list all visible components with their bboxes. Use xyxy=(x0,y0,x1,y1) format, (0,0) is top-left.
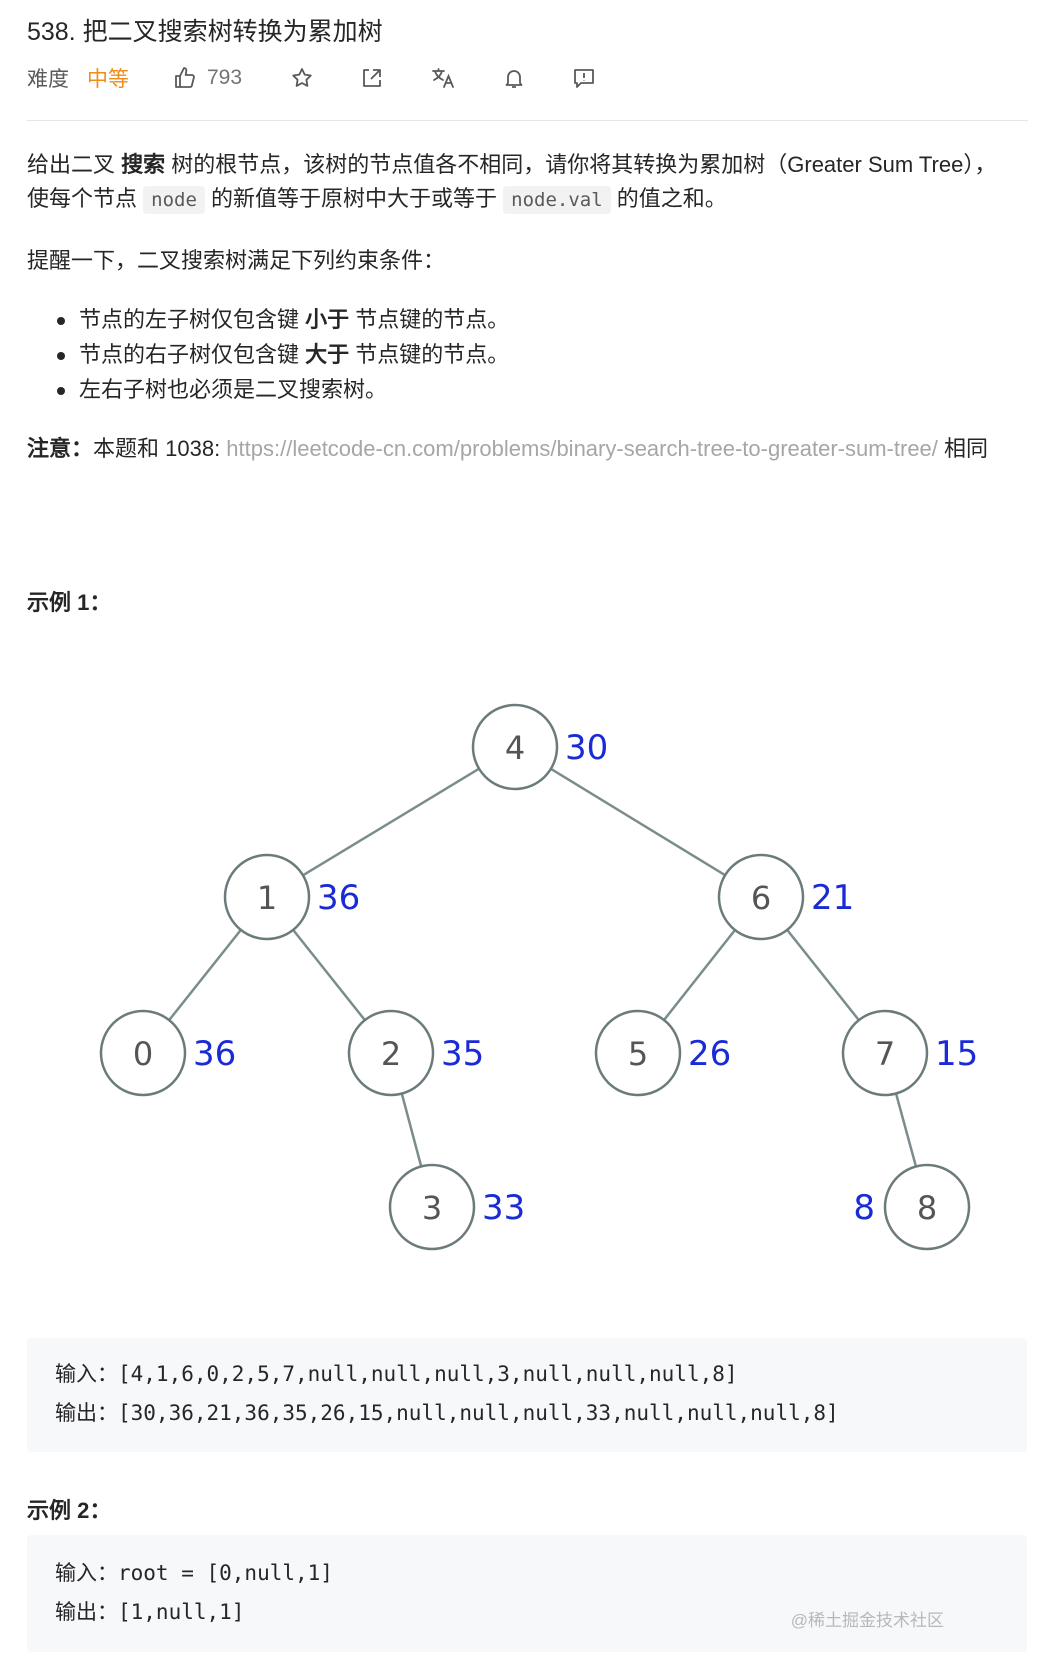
rule-text: 节点键的节点。 xyxy=(349,342,510,367)
thumbs-up-icon xyxy=(175,67,195,88)
desc-text: 给出二叉 xyxy=(27,152,122,177)
tree-node-value: 5 xyxy=(628,1035,648,1073)
inline-code-node: node xyxy=(143,186,205,214)
tree-node-value: 2 xyxy=(381,1035,401,1073)
header-divider xyxy=(27,120,1028,121)
inline-code-node-val: node.val xyxy=(503,186,611,214)
translate-button[interactable] xyxy=(430,66,456,90)
reminder-text: 提醒一下，二叉搜索树满足下列约束条件： xyxy=(27,248,446,273)
tree-node: 5 26 xyxy=(594,1009,731,1097)
problem-title: 538. 把二叉搜索树转换为累加树 xyxy=(27,18,383,46)
desc-bold-search: 搜索 xyxy=(121,152,166,177)
bell-icon xyxy=(505,70,523,88)
example-1-code-block: 输入：[4,1,6,0,2,5,7,null,null,null,3,null,… xyxy=(27,1338,1027,1452)
tree-node-sum-label: 36 xyxy=(193,1034,236,1074)
difficulty-badge: 中等 xyxy=(87,68,129,91)
rule-bold: 大于 xyxy=(305,342,350,367)
tree-edge xyxy=(302,767,480,877)
feedback-icon xyxy=(574,69,594,88)
tree-node-circle xyxy=(471,703,559,791)
tree-node-circle xyxy=(717,853,805,941)
tree-node: 2 35 xyxy=(347,1009,484,1097)
rule-text: 节点键的节点。 xyxy=(349,307,510,332)
tree-node-value: 4 xyxy=(505,729,525,767)
difficulty-label: 难度 xyxy=(27,68,69,91)
desc-text: 的值之和。 xyxy=(610,186,727,211)
tree-edge xyxy=(786,929,860,1021)
share-button[interactable] xyxy=(360,66,384,90)
share-icon xyxy=(363,69,381,87)
tree-node-circle xyxy=(388,1163,476,1251)
like-count: 793 xyxy=(207,66,243,89)
example-2-input: 输入：root = [0,null,1] xyxy=(55,1561,333,1585)
problem-meta-bar: 难度 中等 793 xyxy=(27,62,596,94)
tree-edge xyxy=(292,929,366,1021)
tree-node-value: 0 xyxy=(133,1035,153,1073)
desc-text: 树的根节点，该树的节点值各不相同，请你将其转换为累加树（Greater Sum … xyxy=(27,152,997,211)
favorite-button[interactable] xyxy=(290,66,314,90)
tree-node: 6 21 xyxy=(717,853,854,941)
tree-node: 7 15 xyxy=(841,1009,978,1097)
translate-icon xyxy=(432,68,454,88)
tree-node-circle xyxy=(99,1009,187,1097)
tree-node: 1 36 xyxy=(223,853,360,941)
tree-edge xyxy=(663,929,736,1021)
tree-edges xyxy=(168,767,918,1167)
desc-text: 的新值等于原树中大于或等于 xyxy=(204,186,504,211)
list-item: 左右子树也必须是二叉搜索树。 xyxy=(56,372,509,407)
tree-edge xyxy=(894,1093,918,1167)
tree-edge xyxy=(550,767,726,877)
feedback-button[interactable] xyxy=(572,66,596,90)
star-icon xyxy=(292,68,312,87)
tree-edge xyxy=(400,1093,423,1167)
rule-text: 节点的左子树仅包含键 xyxy=(79,307,306,332)
example-1-heading: 示例 1： xyxy=(27,590,112,615)
tree-node-circle xyxy=(841,1009,929,1097)
tree-node-circle xyxy=(223,853,311,941)
example-1-input: 输入：[4,1,6,0,2,5,7,null,null,null,3,null,… xyxy=(55,1362,738,1386)
like-button[interactable]: 793 xyxy=(173,66,242,90)
note-label: 注意： xyxy=(27,436,94,461)
watermark: @稀土掘金技术社区 xyxy=(790,1611,944,1630)
tree-node-circle xyxy=(883,1163,971,1251)
tree-node-sum-label: 26 xyxy=(688,1034,731,1074)
description-paragraph: 给出二叉 搜索 树的根节点，该树的节点值各不相同，请你将其转换为累加树（Grea… xyxy=(27,148,1012,217)
notify-button[interactable] xyxy=(502,66,526,90)
tree-node: 4 30 xyxy=(471,703,608,791)
tree-node: 0 36 xyxy=(99,1009,236,1097)
constraints-list: 节点的左子树仅包含键 小于 节点键的节点。 节点的右子树仅包含键 大于 节点键的… xyxy=(56,302,510,407)
rule-bold: 小于 xyxy=(305,307,350,332)
note-end: 相同 xyxy=(937,436,989,461)
tree-node-sum-label: 8 xyxy=(853,1188,875,1228)
list-item: 节点的左子树仅包含键 小于 节点键的节点。 xyxy=(56,302,510,337)
note-link[interactable]: https://leetcode-cn.com/problems/binary-… xyxy=(226,436,938,461)
tree-node-value: 8 xyxy=(917,1189,937,1227)
note-paragraph: 注意：本题和 1038: https://leetcode-cn.com/pro… xyxy=(27,432,1012,466)
tree-node-sum-label: 21 xyxy=(811,878,854,918)
tree-node: 88 xyxy=(853,1163,971,1251)
tree-node-sum-label: 33 xyxy=(482,1188,525,1228)
tree-edge xyxy=(168,929,242,1021)
tree-node-sum-label: 36 xyxy=(317,878,360,918)
note-text: 本题和 1038: xyxy=(93,436,227,461)
list-item: 节点的右子树仅包含键 大于 节点键的节点。 xyxy=(56,337,510,372)
tree-node-value: 1 xyxy=(257,879,277,917)
example-2-code-block: 输入：root = [0,null,1] 输出：[1,null,1] xyxy=(27,1535,1027,1652)
tree-node-circle xyxy=(347,1009,435,1097)
tree-node-sum-label: 15 xyxy=(935,1034,978,1074)
tree-node-sum-label: 30 xyxy=(565,728,608,768)
example-2-output: 输出：[1,null,1] xyxy=(55,1600,245,1624)
tree-node-value: 6 xyxy=(751,879,771,917)
tree-node-value: 3 xyxy=(422,1189,442,1227)
tree-node-sum-label: 35 xyxy=(441,1034,484,1074)
rule-text: 节点的右子树仅包含键 xyxy=(79,342,306,367)
tree-node-circle xyxy=(594,1009,682,1097)
example-2-heading: 示例 2： xyxy=(27,1498,112,1523)
example-1-output: 输出：[30,36,21,36,35,26,15,null,null,null,… xyxy=(55,1401,839,1425)
rule-text: 左右子树也必须是二叉搜索树。 xyxy=(79,377,388,402)
tree-node-value: 7 xyxy=(875,1035,895,1073)
